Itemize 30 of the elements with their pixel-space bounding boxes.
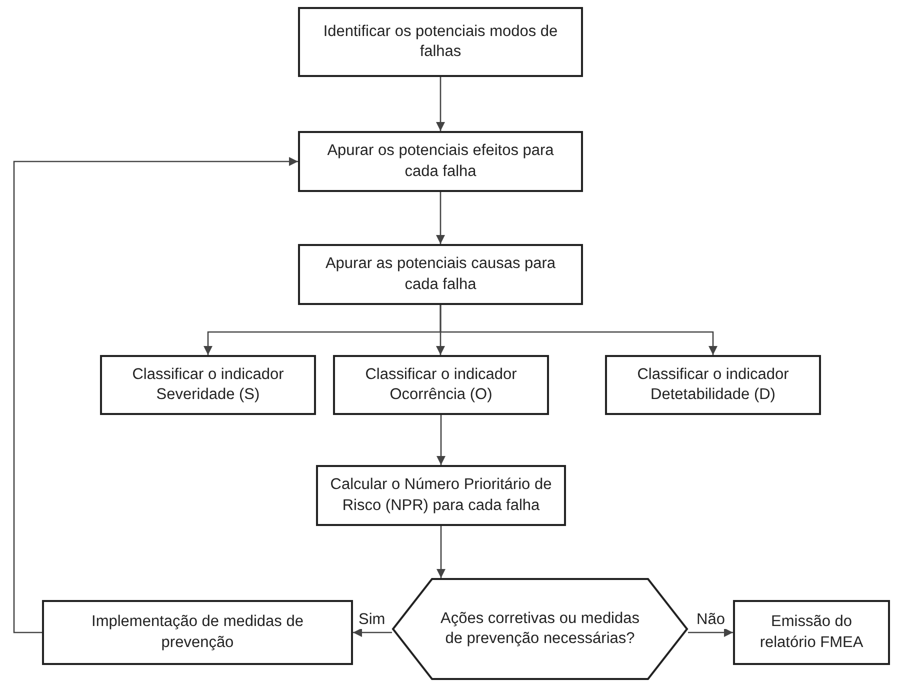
process-box <box>42 600 353 665</box>
process-box <box>298 7 583 77</box>
arrow <box>436 415 446 465</box>
process-box <box>100 355 316 415</box>
node-text: Calcular o Número Prioritário de Risco (NPR) para cada falha <box>329 475 553 516</box>
edge-label: Sim <box>356 610 388 630</box>
process-box <box>298 131 583 192</box>
node-text: Classificar o indicador Severidade (S) <box>131 364 285 405</box>
arrow <box>436 77 445 131</box>
node-text: Implementação de medidas de prevenção <box>90 612 304 652</box>
arrow <box>436 192 445 244</box>
node-text: Emissão do relatório FMEA <box>758 612 864 652</box>
process-box <box>298 244 583 305</box>
decision-hexagon <box>392 578 688 680</box>
node-text: Classificar o indicador Ocorrência (O) <box>364 364 518 405</box>
process-box <box>605 355 821 415</box>
node-text: Apurar as potenciais causas para cada falha <box>324 254 557 294</box>
process-box <box>733 600 890 665</box>
arrow <box>353 628 392 637</box>
arrow <box>688 628 733 637</box>
node-text: Classificar o indicador Detetabilidade (D) <box>636 364 790 405</box>
node-text: Ações corretivas ou medidas de prevenção necessárias? <box>439 608 640 649</box>
process-box <box>333 355 549 415</box>
arrow <box>13 157 298 634</box>
edge-label: Não <box>694 610 727 630</box>
arrow <box>436 526 446 578</box>
arrow <box>440 305 718 355</box>
node-text: Apurar os potenciais efeitos para cada falha <box>326 141 555 182</box>
node-text: Identificar os potenciais modos de falhas <box>322 22 559 62</box>
process-box <box>316 465 566 526</box>
